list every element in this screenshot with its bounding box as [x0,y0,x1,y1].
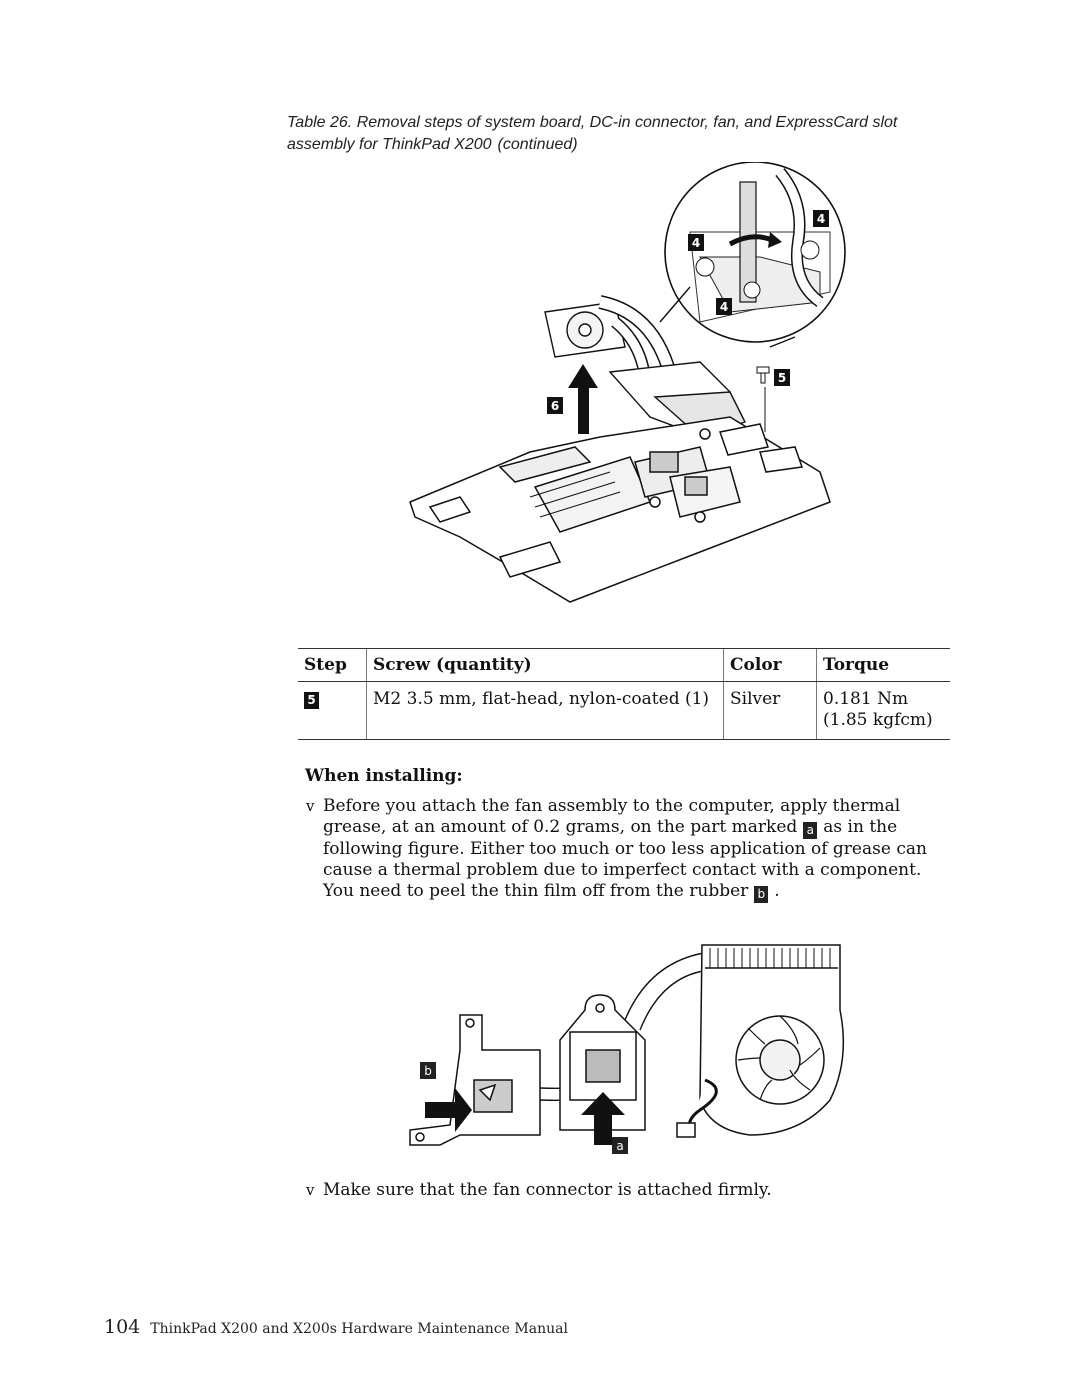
bullet-mark: v [306,797,315,815]
fan-unit [676,944,845,1138]
system-board-removal-figure: 4 4 4 5 6 [409,162,846,603]
bullet2-text: Make sure that the fan connector is atta… [323,1180,772,1200]
table-caption: Table 26. Removal steps of system board,… [287,112,927,156]
when-installing-heading: When installing: [305,766,463,786]
bullet1-part2: as in the following figure. Either too m… [323,817,927,901]
arrow-a-icon [581,1092,625,1145]
header-screw: Screw (quantity) [366,648,724,682]
screw-cell: M2 3.5 mm, flat-head, nylon-coated (1) [366,681,724,740]
install-bullet-2: v Make sure that the fan connector is at… [306,1180,951,1201]
callout-5: 5 [778,371,786,385]
fan-assembly-figure: b a [409,944,845,1154]
caption-continued: (continued) [497,136,578,153]
magnified-detail [659,162,846,348]
callout-4c: 4 [720,300,728,314]
label-a-badge: a [803,822,818,839]
callout-6: 6 [551,399,559,413]
manual-title: ThinkPad X200 and X200s Hardware Mainten… [150,1321,568,1337]
heatsink-plate-b [409,1014,541,1146]
torque-kgfcm: (1.85 kgfcm) [823,710,933,730]
callout-4a: 4 [692,236,700,250]
color-cell: Silver [723,681,817,740]
rubber-pad [473,1079,513,1113]
rotate-arrow-icon [728,234,773,247]
screw-icon [756,366,770,432]
page-footer: 104 ThinkPad X200 and X200s Hardware Main… [104,1316,568,1338]
caption-text: Table 26. Removal steps of system board,… [287,114,898,153]
torque-cell: 0.181 Nm (1.85 kgfcm) [816,681,950,740]
step-badge: 5 [304,692,319,709]
callout-b: b [424,1064,432,1078]
arrow-b-icon [425,1088,472,1132]
bullet-mark: v [306,1181,315,1199]
bullet1-part1: Before you attach the fan assembly to th… [323,796,901,837]
header-color: Color [723,648,817,682]
callout-4b: 4 [817,212,825,226]
label-b-badge: b [754,886,769,903]
header-torque: Torque [816,648,950,682]
screw-table-header: Step Screw (quantity) Color Torque [298,648,950,682]
header-step: Step [298,648,367,682]
callout-a: a [616,1139,623,1153]
screw-table: Step Screw (quantity) Color Torque 5 M2 … [298,648,950,740]
lift-arrow-icon [568,364,598,434]
table-row: 5 M2 3.5 mm, flat-head, nylon-coated (1)… [298,681,950,740]
torque-nm: 0.181 Nm [823,689,909,709]
page-number: 104 [104,1316,141,1338]
bullet1-part3: . [774,881,780,901]
system-board [409,416,831,603]
install-bullet-1: v Before you attach the fan assembly to … [306,796,951,903]
